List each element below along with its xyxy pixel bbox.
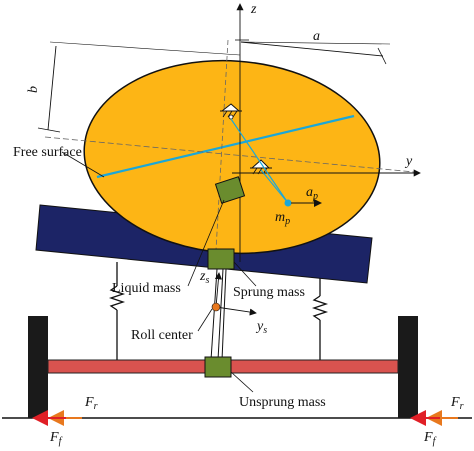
right-suspension: [311, 278, 329, 360]
dimension-a-line: [240, 41, 384, 57]
label-unsprung-mass: Unsprung mass: [239, 395, 326, 410]
zs-arrow: [214, 272, 223, 308]
pendulum-line: [230, 118, 289, 204]
label-roll-center: Roll center: [131, 328, 193, 343]
free-surface-line: [96, 114, 355, 179]
label-fr-left: Fr: [84, 395, 98, 412]
tank-tilted-axis: [44, 136, 415, 173]
roll-center-leader: [197, 308, 213, 332]
label-fr-right: Fr: [450, 395, 464, 412]
ys-arrow: [215, 306, 257, 316]
dimension-a-reference: [240, 41, 391, 45]
pendulum-mass-dot: [284, 199, 292, 207]
lower-pivot-icon: [250, 159, 272, 175]
label-zs: zs: [199, 269, 209, 286]
dimension-b-reference: [49, 41, 241, 56]
label-b: b: [26, 86, 41, 93]
label-a: a: [313, 29, 320, 44]
label-ff-right: Ff: [423, 430, 437, 447]
free-surface-leader: [61, 151, 105, 178]
pendulum-line-lower: [260, 169, 289, 204]
unsprung-mass-leader: [230, 371, 254, 393]
label-y: y: [404, 154, 413, 169]
unsprung-mass-block: [204, 356, 232, 378]
roll-center-marker: [211, 302, 221, 312]
label-mp: mp: [275, 210, 290, 227]
sprung-mass-leader: [233, 261, 257, 287]
label-liquid-mass: Liquid mass: [112, 281, 181, 296]
label-ap: ap: [306, 185, 318, 202]
dimension-b-line: [47, 45, 57, 131]
liquid-mass-block: [214, 176, 246, 204]
label-ys: ys: [255, 319, 267, 336]
dimension-a-tick-right: [377, 47, 387, 65]
left-suspension: [108, 262, 126, 360]
roll-column-left: [210, 268, 218, 361]
sprung-mass-block: [207, 248, 235, 270]
roll-column-outer: [221, 268, 227, 361]
roll-column-right: [217, 268, 224, 361]
tilted-z-line: [215, 39, 229, 251]
label-ff-left: Ff: [49, 430, 63, 447]
right-wheel: [398, 316, 418, 418]
label-z: z: [250, 2, 257, 17]
label-sprung-mass: Sprung mass: [233, 285, 305, 300]
label-free-surface: Free surface: [13, 145, 82, 160]
left-wheel: [28, 316, 48, 418]
dimension-b-tick: [37, 127, 61, 133]
liquid-mass-leader: [187, 199, 225, 287]
